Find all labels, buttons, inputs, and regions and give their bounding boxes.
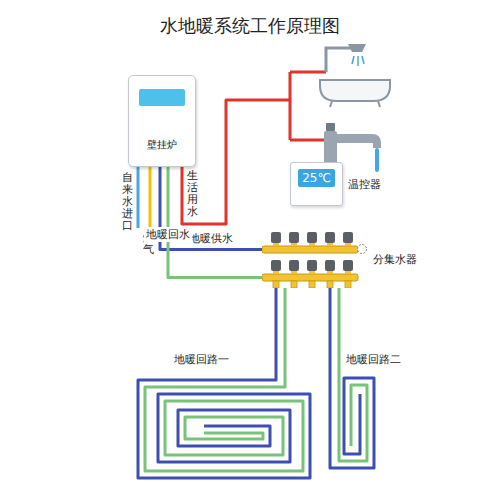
valve-neck: [345, 271, 351, 274]
label-holder: 生活用水: [187, 170, 198, 218]
return-coil: [339, 372, 367, 461]
outlet-nub: [309, 281, 315, 288]
diagram-title: 水地暖系统工作原理图: [0, 14, 500, 38]
valve-neck: [273, 243, 279, 246]
valve-cap: [271, 232, 281, 243]
valve-cap: [271, 260, 281, 271]
boiler-screen: [139, 89, 185, 106]
supply-coil: [138, 372, 310, 478]
water-inlet-label: 自来水进口: [122, 172, 133, 232]
valve-neck: [309, 271, 315, 274]
tub-leg: [330, 101, 332, 107]
shower-head: [348, 44, 366, 52]
water-drop: [352, 56, 354, 64]
heating-loop: 地暖回路二: [318, 372, 380, 472]
gauge: [358, 245, 367, 254]
heating-loop-art: [134, 372, 314, 482]
outlet-nub: [327, 281, 333, 288]
manifold-art: [262, 230, 367, 288]
shower-drops: [352, 56, 364, 66]
outlet-nub: [345, 281, 351, 288]
water-inlet-pipe: [137, 167, 140, 228]
thermostat-box: 25℃温控器: [290, 162, 343, 206]
hot-water-pipe: [290, 139, 324, 142]
water-drop: [357, 56, 359, 66]
shower-pipe: [326, 48, 352, 72]
outlet-nub: [291, 281, 297, 288]
water-drop: [362, 56, 364, 64]
boiler-art: [128, 75, 196, 167]
hot-water-pipe: [182, 100, 290, 224]
supply-coil: [330, 372, 374, 468]
manifold-bar: [262, 246, 358, 253]
label-holder: 自来水进口: [122, 172, 133, 232]
pipe-connector: [168, 167, 262, 278]
node-text: 壁挂炉: [147, 138, 177, 152]
gas-pipe: [149, 167, 152, 228]
valve-neck: [327, 271, 333, 274]
valve-neck: [291, 243, 297, 246]
edge-label: 地暖回水: [144, 227, 192, 242]
boiler-box: 壁挂炉: [128, 75, 196, 167]
water-stream: [375, 150, 379, 170]
pipe-connector: [275, 288, 278, 372]
node-text: 25℃: [298, 169, 335, 187]
return-riser: [338, 288, 341, 372]
valve-neck: [273, 271, 279, 274]
valve-cap: [289, 260, 299, 271]
valve-cap: [289, 232, 299, 243]
valve-cap: [325, 260, 335, 271]
pipe-connector: [329, 288, 332, 372]
edge-label: 地暖供水: [187, 231, 235, 246]
faucet-spout: [337, 134, 381, 148]
return-coil: [145, 372, 303, 471]
valve-cap: [307, 260, 317, 271]
valve-cap: [343, 260, 353, 271]
valve-neck: [345, 243, 351, 246]
faucet-handle: [326, 123, 335, 131]
valve-neck: [309, 243, 315, 246]
node-text: 分集水器: [373, 252, 417, 267]
valve-neck: [327, 243, 333, 246]
bathtub-icon: [320, 44, 390, 107]
valve-cap: [307, 232, 317, 243]
hot-water-pipe: [290, 71, 326, 74]
valve-cap: [325, 232, 335, 243]
node-text: 地暖回路一: [174, 352, 229, 367]
return-riser: [284, 288, 287, 372]
heating-loop: 地暖回路一: [134, 372, 314, 482]
node-text: 地暖回路二: [346, 352, 401, 367]
valve-cap: [343, 232, 353, 243]
heating-loop-art: [318, 372, 380, 472]
node-heading: 温控器: [348, 177, 381, 192]
manifold-bar: [262, 274, 358, 281]
manifold: 分集水器: [262, 230, 367, 288]
tub-body: [320, 80, 390, 101]
domestic-water-label: 生活用水: [187, 170, 198, 218]
valve-neck: [291, 271, 297, 274]
outlet-nub: [273, 281, 279, 288]
hot-water-pipe: [289, 72, 292, 140]
tub-leg: [378, 101, 380, 107]
